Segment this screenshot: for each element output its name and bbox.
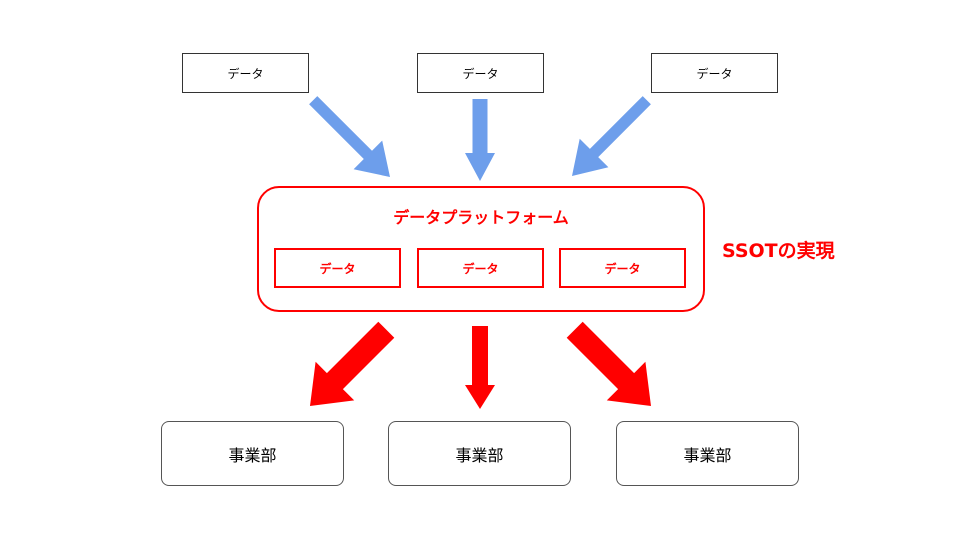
department-label-2: 事業部 <box>455 445 504 465</box>
platform-title: データプラットフォーム <box>393 208 569 227</box>
input-arrow-left <box>309 96 390 177</box>
source-box-3: データ <box>651 53 778 93</box>
ssot-label: SSOTの実現 <box>722 240 835 262</box>
department-box-2: 事業部 <box>388 421 571 486</box>
department-box-3: 事業部 <box>616 421 799 486</box>
department-box-1: 事業部 <box>161 421 344 486</box>
output-arrow-right <box>566 321 651 406</box>
output-arrow-center <box>465 326 495 409</box>
department-label-3: 事業部 <box>683 445 732 465</box>
platform-item-label-2: データ <box>462 261 499 276</box>
source-box-2: データ <box>417 53 544 93</box>
platform-item-label-3: データ <box>604 261 641 276</box>
source-label-3: データ <box>696 66 733 81</box>
platform-item-label-1: データ <box>319 261 356 276</box>
input-arrow-right <box>572 96 651 176</box>
platform-item-1: データ <box>274 248 401 288</box>
input-arrow-center <box>465 99 495 181</box>
source-label-2: データ <box>462 66 499 81</box>
platform-item-2: データ <box>417 248 544 288</box>
department-label-1: 事業部 <box>228 445 277 465</box>
platform-item-3: データ <box>559 248 686 288</box>
source-box-1: データ <box>182 53 309 93</box>
source-label-1: データ <box>227 66 264 81</box>
output-arrow-left <box>310 321 395 406</box>
